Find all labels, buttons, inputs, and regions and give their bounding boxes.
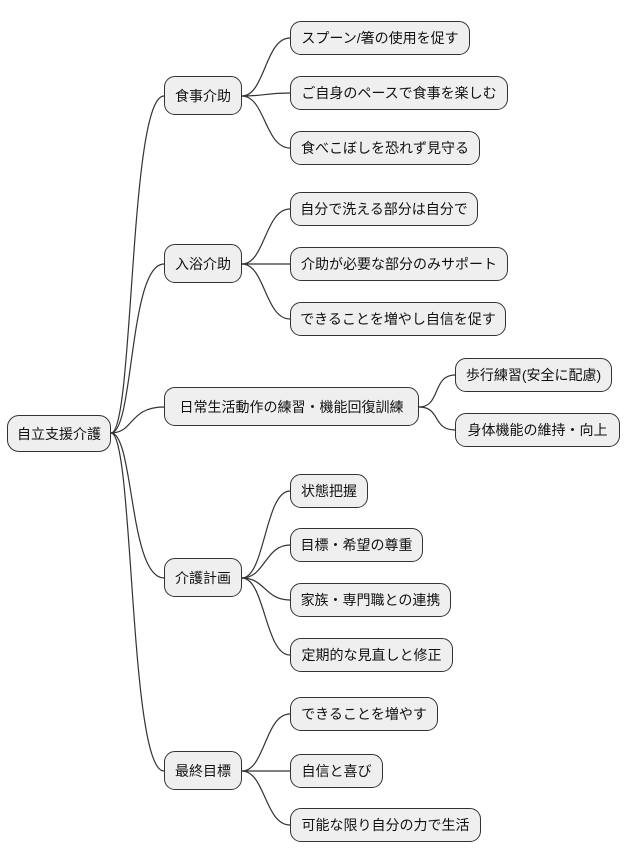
- leaf-node-0-1: ご自身のペースで食事を楽しむ: [290, 76, 508, 110]
- edge-branch-4-leaf-0: [241, 713, 291, 772]
- leaf-node-4-1: 自信と喜び: [290, 754, 383, 788]
- edge-root-branch-1: [110, 263, 165, 434]
- edge-branch-1-leaf-0: [241, 208, 291, 265]
- leaf-node-3-2: 家族・専門職との連携: [290, 583, 451, 617]
- leaf-node-4-2: 可能な限り自分の力で生活: [290, 808, 481, 842]
- leaf-node-0-2: 食べこぼしを恐れず見守る: [290, 131, 480, 165]
- edge-branch-3-leaf-3: [241, 577, 291, 656]
- leaf-node-3-0: 状態把握: [290, 474, 368, 508]
- leaf-node-3-1: 目標・希望の尊重: [290, 528, 423, 562]
- branch-node-meal-assistance: 食事介助: [164, 76, 242, 115]
- edge-branch-1-leaf-2: [241, 263, 291, 320]
- edge-branch-0-leaf-0: [241, 37, 291, 97]
- branch-node-adl-training: 日常生活動作の練習・機能回復訓練: [164, 387, 419, 426]
- edge-branch-3-leaf-2: [241, 577, 291, 601]
- edge-root-branch-0: [110, 95, 165, 434]
- branch-node-bathing-assistance: 入浴介助: [164, 244, 242, 283]
- edge-branch-3-leaf-1: [241, 544, 291, 579]
- edge-branch-2-leaf-1: [418, 406, 456, 431]
- leaf-node-3-3: 定期的な見直しと修正: [290, 638, 453, 672]
- edge-branch-2-leaf-0: [418, 374, 456, 408]
- leaf-node-0-0: スプーン/箸の使用を促す: [290, 21, 470, 55]
- edge-branch-4-leaf-2: [241, 770, 291, 826]
- leaf-node-4-0: できることを増やす: [290, 697, 438, 731]
- edge-root-branch-3: [110, 432, 165, 579]
- branch-node-care-plan: 介護計画: [164, 558, 242, 597]
- leaf-node-1-2: できることを増やし自信を促す: [290, 302, 506, 336]
- edge-branch-3-leaf-0: [241, 490, 291, 579]
- leaf-node-2-0: 歩行練習(安全に配慮): [455, 358, 612, 392]
- leaf-node-2-1: 身体機能の維持・向上: [455, 413, 620, 447]
- edge-root-branch-2: [110, 406, 165, 434]
- root-node-self-support-care: 自立支援介護: [7, 415, 111, 452]
- branch-node-final-goal: 最終目標: [164, 751, 242, 790]
- edge-branch-0-leaf-1: [241, 92, 291, 97]
- leaf-node-1-0: 自分で洗える部分は自分で: [290, 192, 478, 226]
- edge-root-branch-4: [110, 432, 165, 772]
- leaf-node-1-1: 介助が必要な部分のみサポート: [290, 247, 508, 281]
- edge-branch-0-leaf-2: [241, 95, 291, 149]
